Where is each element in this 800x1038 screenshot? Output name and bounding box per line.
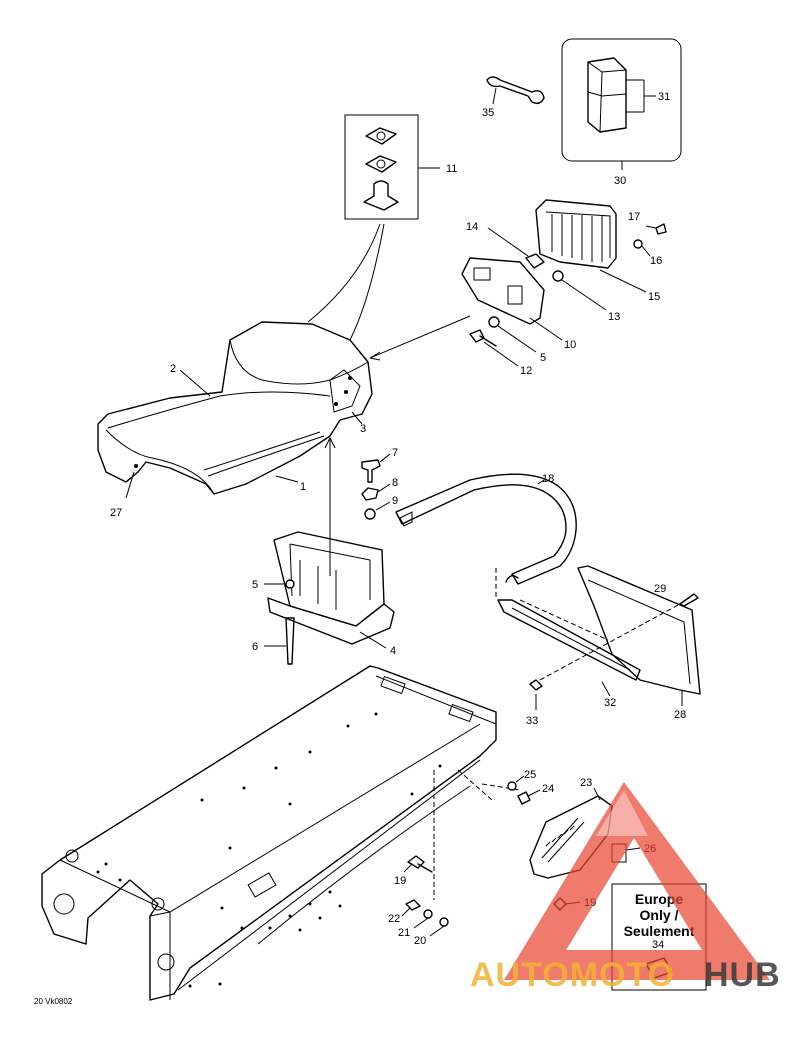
leader-kit11-seat-b [349, 223, 385, 341]
callout-5a: 5 [252, 579, 258, 591]
snow-flap-28 [495, 565, 701, 710]
callout-19a: 19 [394, 875, 406, 887]
callout-12: 12 [520, 365, 532, 377]
callout-32: 32 [604, 697, 616, 709]
wrench-35 [486, 76, 545, 105]
europe-note-line2: Only / [640, 907, 679, 923]
callout-13: 13 [608, 311, 620, 323]
callout-20: 20 [414, 935, 426, 947]
callout-25: 25 [524, 769, 536, 781]
seat-base-4 [264, 531, 395, 665]
arrow-base-to-seat [324, 436, 336, 576]
callout-14: 14 [466, 221, 478, 233]
callout-16: 16 [650, 255, 662, 267]
callout-11: 11 [446, 163, 457, 175]
tunnel-chassis [41, 665, 521, 1001]
callout-4: 4 [390, 645, 396, 657]
grab-handle-18 [395, 473, 577, 585]
callout-9: 9 [392, 495, 398, 507]
tail-light-assembly [369, 199, 667, 367]
callout-30: 30 [614, 175, 626, 187]
drawing-code: 20 Vk0802 [34, 997, 73, 1006]
callout-5b: 5 [540, 352, 546, 364]
fasteners-19-25 [401, 775, 541, 937]
callout-29: 29 [654, 583, 666, 595]
leader-kit11-seat [307, 223, 381, 323]
callout-3: 3 [360, 423, 366, 435]
callout-2: 2 [170, 363, 176, 375]
callout-21: 21 [398, 927, 410, 939]
callout-35: 35 [482, 107, 494, 119]
watermark-text-part2: HUB [704, 956, 781, 994]
callout-28: 28 [674, 709, 686, 721]
callout-24: 24 [542, 783, 554, 795]
callout-6: 6 [252, 641, 258, 653]
europe-note-line3: Seulement [624, 923, 695, 939]
callouts: 1 2 3 4 5 5 6 7 8 9 10 11 12 13 14 15 16… [110, 91, 686, 951]
callout-18: 18 [542, 473, 554, 485]
callout-31: 31 [658, 91, 670, 103]
watermark-logo [504, 782, 770, 980]
callout-8: 8 [392, 477, 398, 489]
callout-27: 27 [110, 507, 122, 519]
callout-17: 17 [628, 211, 640, 223]
callout-22: 22 [388, 913, 400, 925]
callout-33: 33 [526, 715, 538, 727]
callout-34: 34 [652, 939, 664, 951]
callout-7: 7 [392, 447, 398, 459]
callout-15: 15 [648, 291, 660, 303]
callout-1: 1 [300, 481, 306, 493]
watermark-text-part1: AUTOMOTO [470, 956, 675, 994]
kit-box-30 [561, 38, 682, 170]
kit-box-11 [344, 114, 440, 220]
seat-1 [97, 321, 373, 499]
fasteners-7-8-9 [361, 453, 391, 520]
callout-10: 10 [564, 339, 576, 351]
callout-23: 23 [580, 777, 592, 789]
